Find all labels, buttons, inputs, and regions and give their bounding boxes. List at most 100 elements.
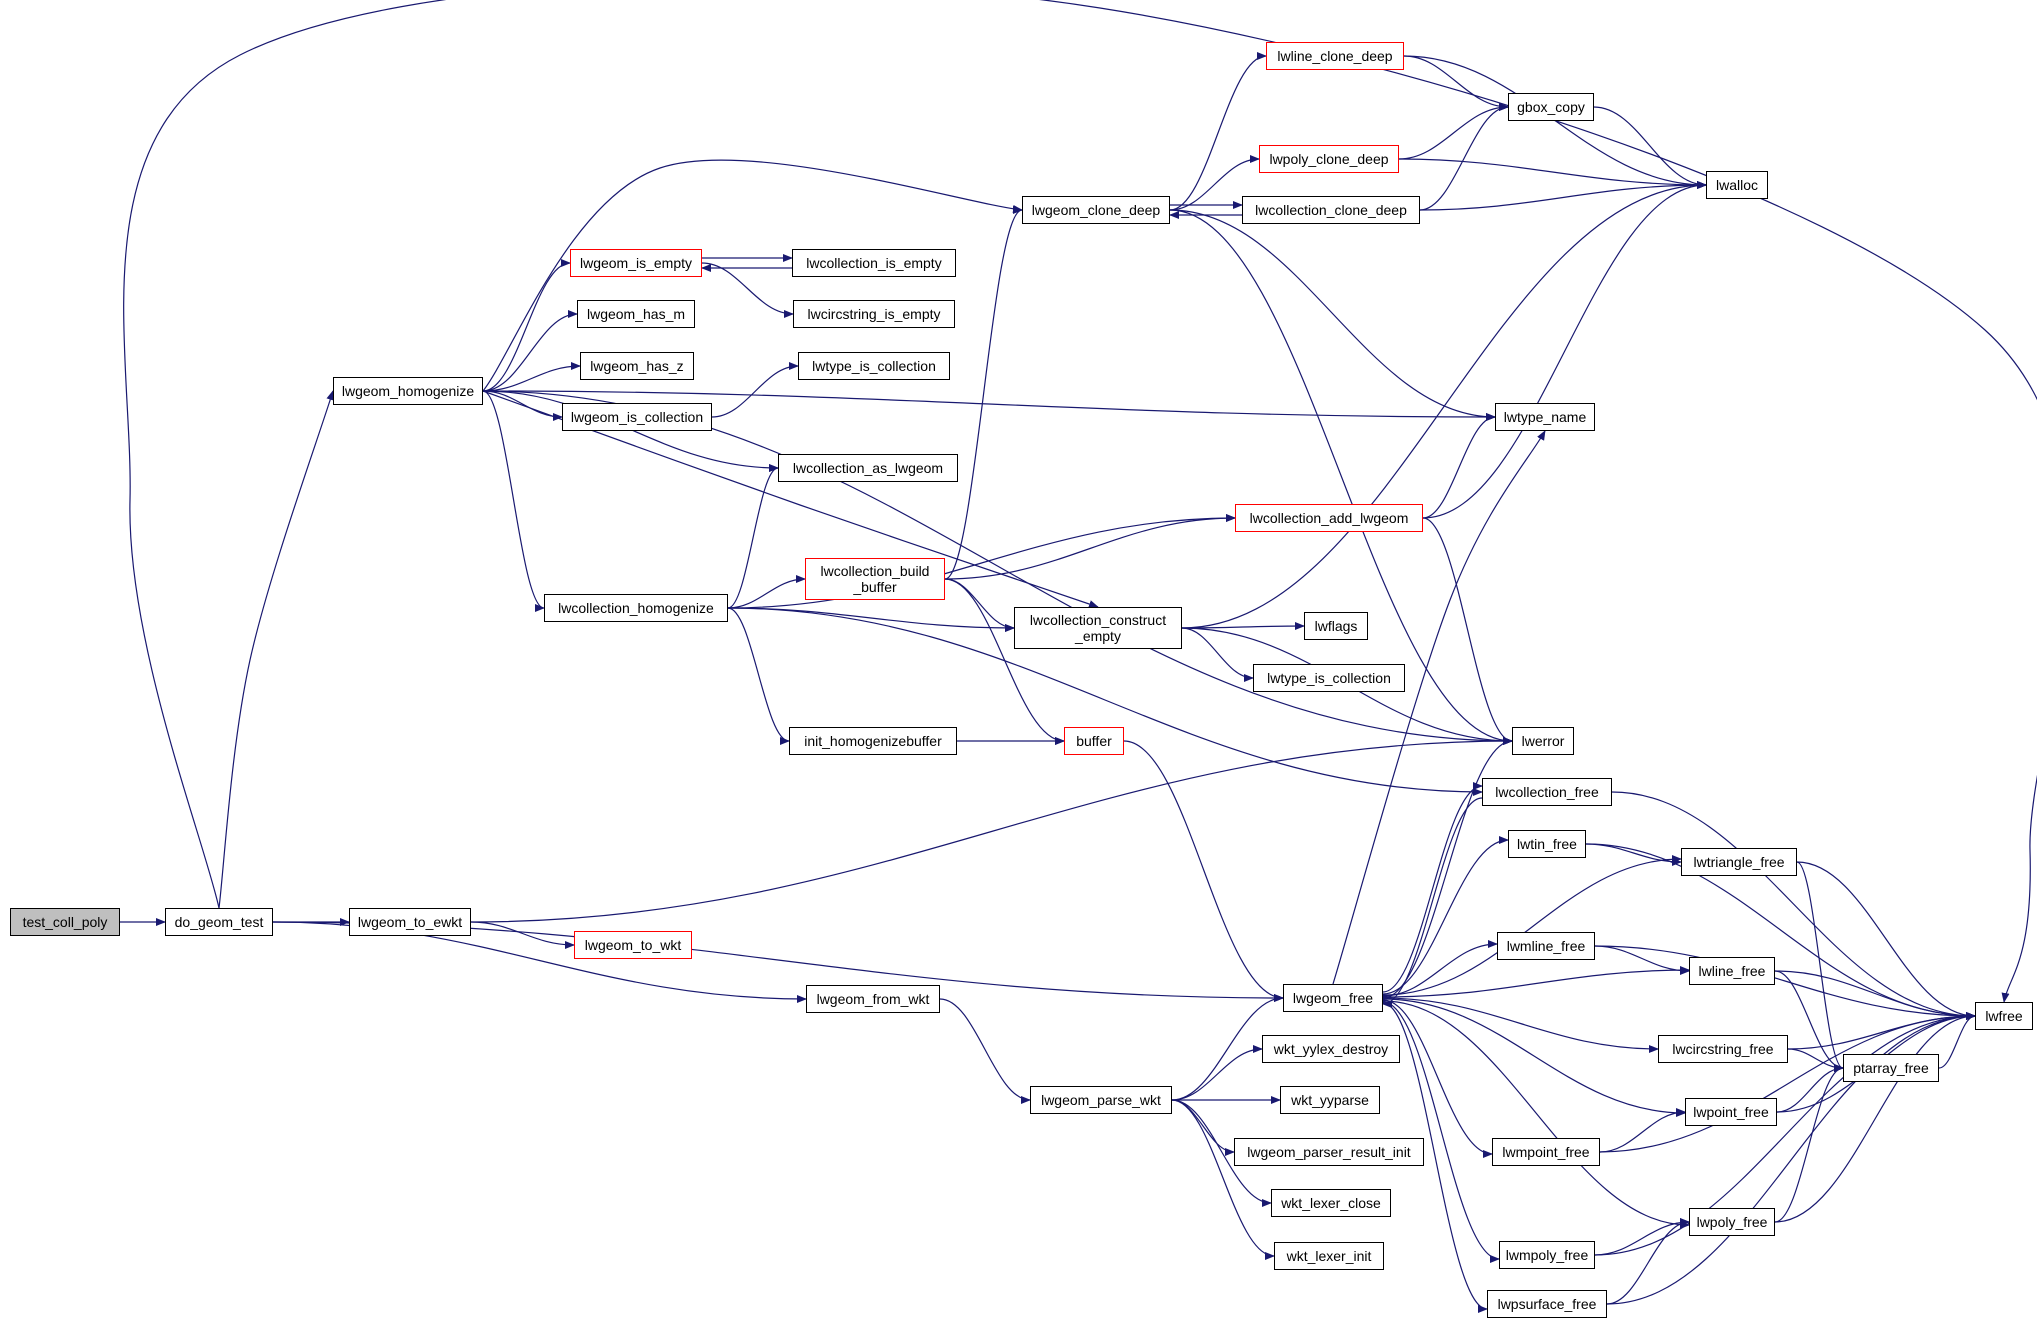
- node-lwcollection_add_lwgeom[interactable]: lwcollection_add_lwgeom: [1235, 504, 1423, 532]
- edge-lwmline_free--lwfree: [1594, 945, 1976, 1020]
- node-lwalloc[interactable]: lwalloc: [1706, 171, 1768, 199]
- edge-lwpsurface_free--lwfree: [1606, 1012, 1976, 1305]
- edge-lwtriangle_free--ptarray_free: [1796, 861, 1844, 1072]
- edge-lwgeom_from_wkt--lwgeom_parse_wkt: [939, 998, 1031, 1104]
- node-lwgeom_parse_wkt[interactable]: lwgeom_parse_wkt: [1030, 1086, 1172, 1114]
- node-lwcollection_build_buffer[interactable]: lwcollection_build _buffer: [805, 558, 945, 600]
- edge-lwgeom_free--lwerror: [1382, 737, 1513, 999]
- node-wkt_lexer_close[interactable]: wkt_lexer_close: [1271, 1189, 1391, 1217]
- node-wkt_lexer_init[interactable]: wkt_lexer_init: [1274, 1242, 1384, 1270]
- edge-lwgeom_parse_wkt--wkt_yylex_destroy: [1171, 1045, 1263, 1101]
- edge-lwgeom_free--lwtriangle_free: [1382, 855, 1682, 996]
- node-lwline_clone_deep[interactable]: lwline_clone_deep: [1266, 42, 1404, 70]
- edge-buffer--lwgeom_free: [1123, 740, 1284, 1002]
- node-lwmline_free[interactable]: lwmline_free: [1497, 932, 1595, 960]
- node-lwtriangle_free[interactable]: lwtriangle_free: [1681, 848, 1797, 876]
- edge-lwgeom_free--lwpoly_free: [1382, 1000, 1690, 1229]
- node-lwmpoly_free[interactable]: lwmpoly_free: [1499, 1241, 1595, 1269]
- edge-lwcollection_homogenize--init_homogenizebuffer: [727, 607, 790, 745]
- node-lwgeom_parser_result_init[interactable]: lwgeom_parser_result_init: [1234, 1138, 1424, 1166]
- node-lwtype_is_collection_2[interactable]: lwtype_is_collection: [1253, 664, 1405, 692]
- node-lwgeom_has_m[interactable]: lwgeom_has_m: [577, 300, 695, 328]
- edge-lwgeom_parse_wkt--wkt_lexer_init: [1171, 1099, 1275, 1260]
- edge-lwcollection_free--lwfree: [1611, 791, 1976, 1020]
- node-do_geom_test[interactable]: do_geom_test: [165, 908, 273, 936]
- edge-lwcollection_add_lwgeom--lwerror: [1422, 517, 1513, 745]
- edge-lwgeom_free--lwmpoint_free: [1382, 999, 1493, 1158]
- edge-lwgeom_free--lwpsurface_free: [1382, 1002, 1488, 1313]
- edge-lwcollection_homogenize--lwcollection_build_buffer: [727, 575, 806, 609]
- node-lwline_free[interactable]: lwline_free: [1689, 957, 1775, 985]
- node-lwgeom_free[interactable]: lwgeom_free: [1283, 984, 1383, 1012]
- node-lwerror[interactable]: lwerror: [1512, 727, 1574, 755]
- node-lwgeom_has_z[interactable]: lwgeom_has_z: [580, 352, 694, 380]
- node-buffer[interactable]: buffer: [1064, 727, 1124, 755]
- edge-do_geom_test--lwfree: [123, 0, 2037, 1003]
- edge-lwgeom_homogenize--lwgeom_has_m: [482, 310, 578, 392]
- edge-lwgeom_free--lwtype_name: [1332, 430, 1546, 985]
- edge-lwpsurface_free--lwpoly_free: [1606, 1218, 1690, 1305]
- node-lwcollection_is_empty[interactable]: lwcollection_is_empty: [792, 249, 956, 277]
- node-test_coll_poly: test_coll_poly: [10, 908, 120, 936]
- node-lwgeom_to_wkt[interactable]: lwgeom_to_wkt: [574, 931, 692, 959]
- node-lwgeom_to_ewkt[interactable]: lwgeom_to_ewkt: [349, 908, 471, 936]
- edge-lwcollection_free--lwgeom_free: [1382, 797, 1483, 1008]
- node-lwgeom_is_collection[interactable]: lwgeom_is_collection: [562, 403, 712, 431]
- edge-lwgeom_to_ewkt--lwerror: [470, 737, 1513, 923]
- node-lwtype_is_collection[interactable]: lwtype_is_collection: [798, 352, 950, 380]
- node-lwcircstring_is_empty[interactable]: lwcircstring_is_empty: [793, 300, 955, 328]
- node-lwcollection_clone_deep[interactable]: lwcollection_clone_deep: [1242, 196, 1420, 224]
- node-lwpoly_free[interactable]: lwpoly_free: [1689, 1208, 1775, 1236]
- node-lwtin_free[interactable]: lwtin_free: [1508, 830, 1586, 858]
- node-lwpoint_free[interactable]: lwpoint_free: [1685, 1098, 1777, 1126]
- node-lwcircstring_free[interactable]: lwcircstring_free: [1658, 1035, 1788, 1063]
- node-lwpsurface_free[interactable]: lwpsurface_free: [1487, 1290, 1607, 1318]
- edge-lwgeom_parse_wkt--lwgeom_parser_result_init: [1171, 1099, 1235, 1156]
- edge-lwpoly_free--ptarray_free: [1774, 1064, 1844, 1223]
- edge-lwgeom_clone_deep--lwpoly_clone_deep: [1169, 155, 1260, 211]
- edge-lwgeom_clone_deep--lwline_clone_deep: [1169, 52, 1267, 211]
- edge-lwmpoint_free--lwpoint_free: [1599, 1108, 1686, 1153]
- node-lwmpoint_free[interactable]: lwmpoint_free: [1492, 1138, 1600, 1166]
- node-lwcollection_as_lwgeom[interactable]: lwcollection_as_lwgeom: [778, 454, 958, 482]
- edge-lwgeom_is_empty--lwcircstring_is_empty: [701, 262, 794, 318]
- edge-lwcircstring_free--lwfree: [1787, 1012, 1976, 1050]
- edge-lwgeom_to_ewkt--lwgeom_to_wkt: [470, 921, 575, 949]
- edge-lwpoly_clone_deep--gbox_copy: [1398, 103, 1509, 160]
- edge-lwgeom_free--lwmpoly_free: [1382, 1001, 1500, 1263]
- edge-lwgeom_is_collection--lwtype_is_collection: [711, 362, 799, 418]
- node-lwpoly_clone_deep[interactable]: lwpoly_clone_deep: [1259, 145, 1399, 173]
- edge-lwcollection_homogenize--lwcollection_construct_empty: [727, 607, 1015, 632]
- node-wkt_yylex_destroy[interactable]: wkt_yylex_destroy: [1262, 1035, 1400, 1063]
- edge-lwcollection_homogenize--lwcollection_free: [727, 607, 1483, 796]
- node-wkt_yyparse[interactable]: wkt_yyparse: [1280, 1086, 1380, 1114]
- edge-lwgeom_homogenize--lwgeom_clone_deep: [482, 159, 1023, 392]
- edge-lwpoly_clone_deep--lwalloc: [1398, 158, 1707, 189]
- node-lwcollection_homogenize[interactable]: lwcollection_homogenize: [544, 594, 728, 622]
- node-lwgeom_is_empty[interactable]: lwgeom_is_empty: [570, 249, 702, 277]
- edge-lwcollection_add_lwgeom--lwalloc: [1422, 181, 1707, 519]
- node-lwcollection_construct_empty[interactable]: lwcollection_construct _empty: [1014, 607, 1182, 649]
- node-ptarray_free[interactable]: ptarray_free: [1843, 1054, 1939, 1082]
- edge-lwgeom_parse_wkt--lwgeom_free: [1171, 994, 1284, 1101]
- edge-lwcollection_construct_empty--lwflags: [1181, 622, 1305, 631]
- node-lwcollection_free[interactable]: lwcollection_free: [1482, 778, 1612, 806]
- node-lwtype_name[interactable]: lwtype_name: [1495, 403, 1595, 431]
- node-lwgeom_clone_deep[interactable]: lwgeom_clone_deep: [1022, 196, 1170, 224]
- edge-lwgeom_clone_deep--lwerror: [1169, 209, 1513, 745]
- node-gbox_copy[interactable]: gbox_copy: [1508, 93, 1594, 121]
- node-lwgeom_homogenize[interactable]: lwgeom_homogenize: [333, 377, 483, 405]
- edge-lwmline_free--lwline_free: [1594, 945, 1690, 975]
- edge-lwline_clone_deep--gbox_copy: [1403, 55, 1509, 111]
- edge-lwcollection_construct_empty--lwtype_is_collection_2: [1181, 627, 1254, 682]
- node-init_homogenizebuffer[interactable]: init_homogenizebuffer: [789, 727, 957, 755]
- edge-lwgeom_homogenize--lwcollection_construct_empty: [482, 390, 1099, 608]
- edge-lwgeom_homogenize--lwtype_name: [482, 390, 1496, 421]
- node-lwgeom_from_wkt[interactable]: lwgeom_from_wkt: [806, 985, 940, 1013]
- edge-lwgeom_homogenize--lwcollection_homogenize: [482, 390, 545, 612]
- edge-ptarray_free--lwfree: [1938, 1012, 1976, 1069]
- edge-lwgeom_free--lwline_free: [1382, 966, 1690, 998]
- edge-lwmpoly_free--lwpoly_free: [1594, 1218, 1690, 1256]
- node-lwfree[interactable]: lwfree: [1975, 1002, 2033, 1030]
- node-lwflags[interactable]: lwflags: [1304, 612, 1368, 640]
